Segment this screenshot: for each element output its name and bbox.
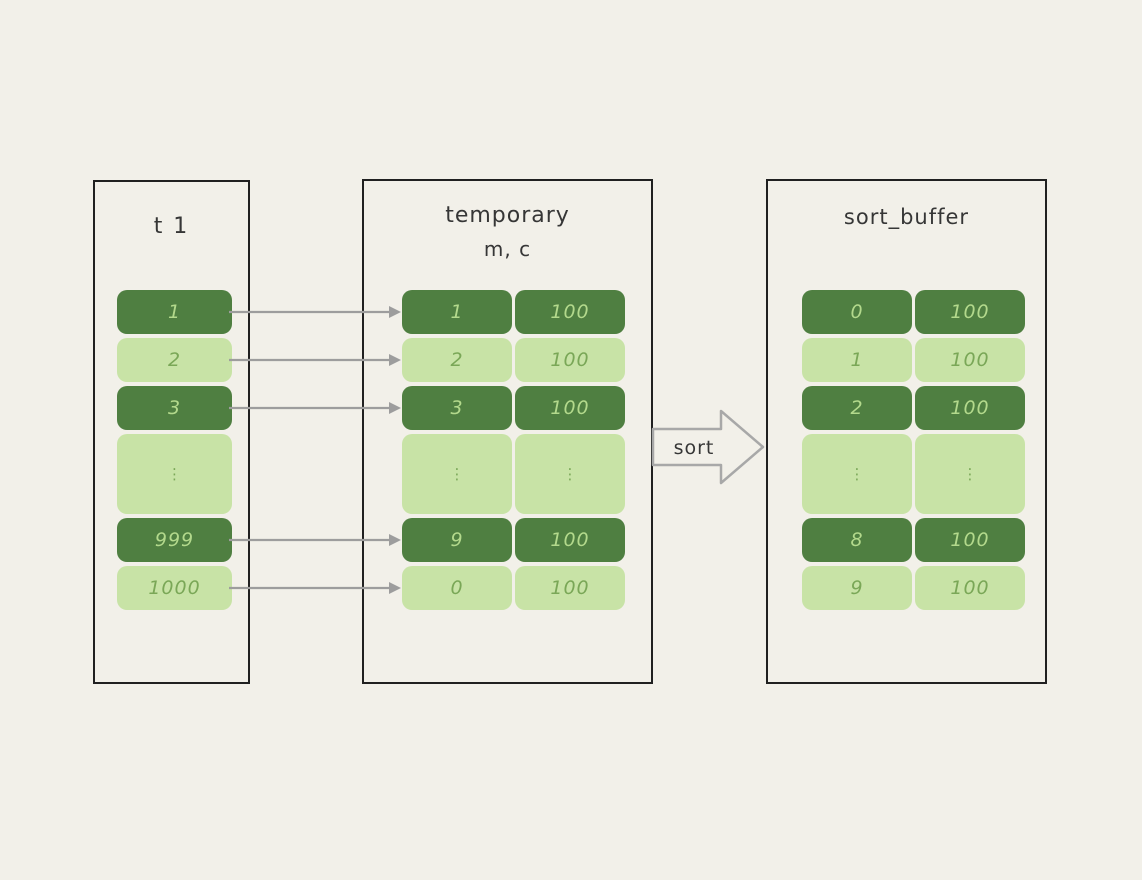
cell: 100 bbox=[915, 518, 1025, 562]
cell: 100 bbox=[515, 290, 625, 334]
cell: 100 bbox=[915, 566, 1025, 610]
cell: 3 bbox=[402, 386, 512, 430]
panel-t1-title: t 1 bbox=[153, 214, 190, 239]
cell: 100 bbox=[515, 338, 625, 382]
table-row: ⋮ bbox=[117, 434, 232, 514]
cell: 2 bbox=[402, 338, 512, 382]
cell: 100 bbox=[915, 290, 1025, 334]
cell: ⋮ bbox=[802, 434, 912, 514]
sort-arrow: sort bbox=[651, 409, 765, 485]
cell: ⋮ bbox=[117, 434, 232, 514]
cell: 1 bbox=[802, 338, 912, 382]
cell: 2 bbox=[117, 338, 232, 382]
cell: 100 bbox=[515, 518, 625, 562]
cell: 0 bbox=[802, 290, 912, 334]
table-row: 999 bbox=[117, 518, 232, 562]
cell: ⋮ bbox=[915, 434, 1025, 514]
cell: 0 bbox=[402, 566, 512, 610]
cell: 3 bbox=[117, 386, 232, 430]
cell: 1 bbox=[402, 290, 512, 334]
cell: 8 bbox=[802, 518, 912, 562]
cell: 9 bbox=[402, 518, 512, 562]
cell: 100 bbox=[515, 386, 625, 430]
panel-temporary-subtitle: m, c bbox=[483, 237, 532, 261]
cell: 999 bbox=[117, 518, 232, 562]
table-row: 1000 bbox=[117, 566, 232, 610]
cell: 100 bbox=[915, 386, 1025, 430]
cell: ⋮ bbox=[402, 434, 512, 514]
table-row: ⋮⋮ bbox=[802, 434, 1025, 514]
table-row: ⋮⋮ bbox=[402, 434, 625, 514]
sort-arrow-label: sort bbox=[674, 437, 715, 459]
panel-sort-buffer-title: sort_buffer bbox=[843, 205, 970, 229]
table-row: 1 bbox=[117, 290, 232, 334]
table-row: 2 bbox=[117, 338, 232, 382]
panel-temporary-title: temporary bbox=[445, 203, 570, 228]
cell: 1 bbox=[117, 290, 232, 334]
cell: 100 bbox=[515, 566, 625, 610]
cell: 9 bbox=[802, 566, 912, 610]
cell: 2 bbox=[802, 386, 912, 430]
table-row: 3 bbox=[117, 386, 232, 430]
cell: ⋮ bbox=[515, 434, 625, 514]
cell: 1000 bbox=[117, 566, 232, 610]
cell: 100 bbox=[915, 338, 1025, 382]
